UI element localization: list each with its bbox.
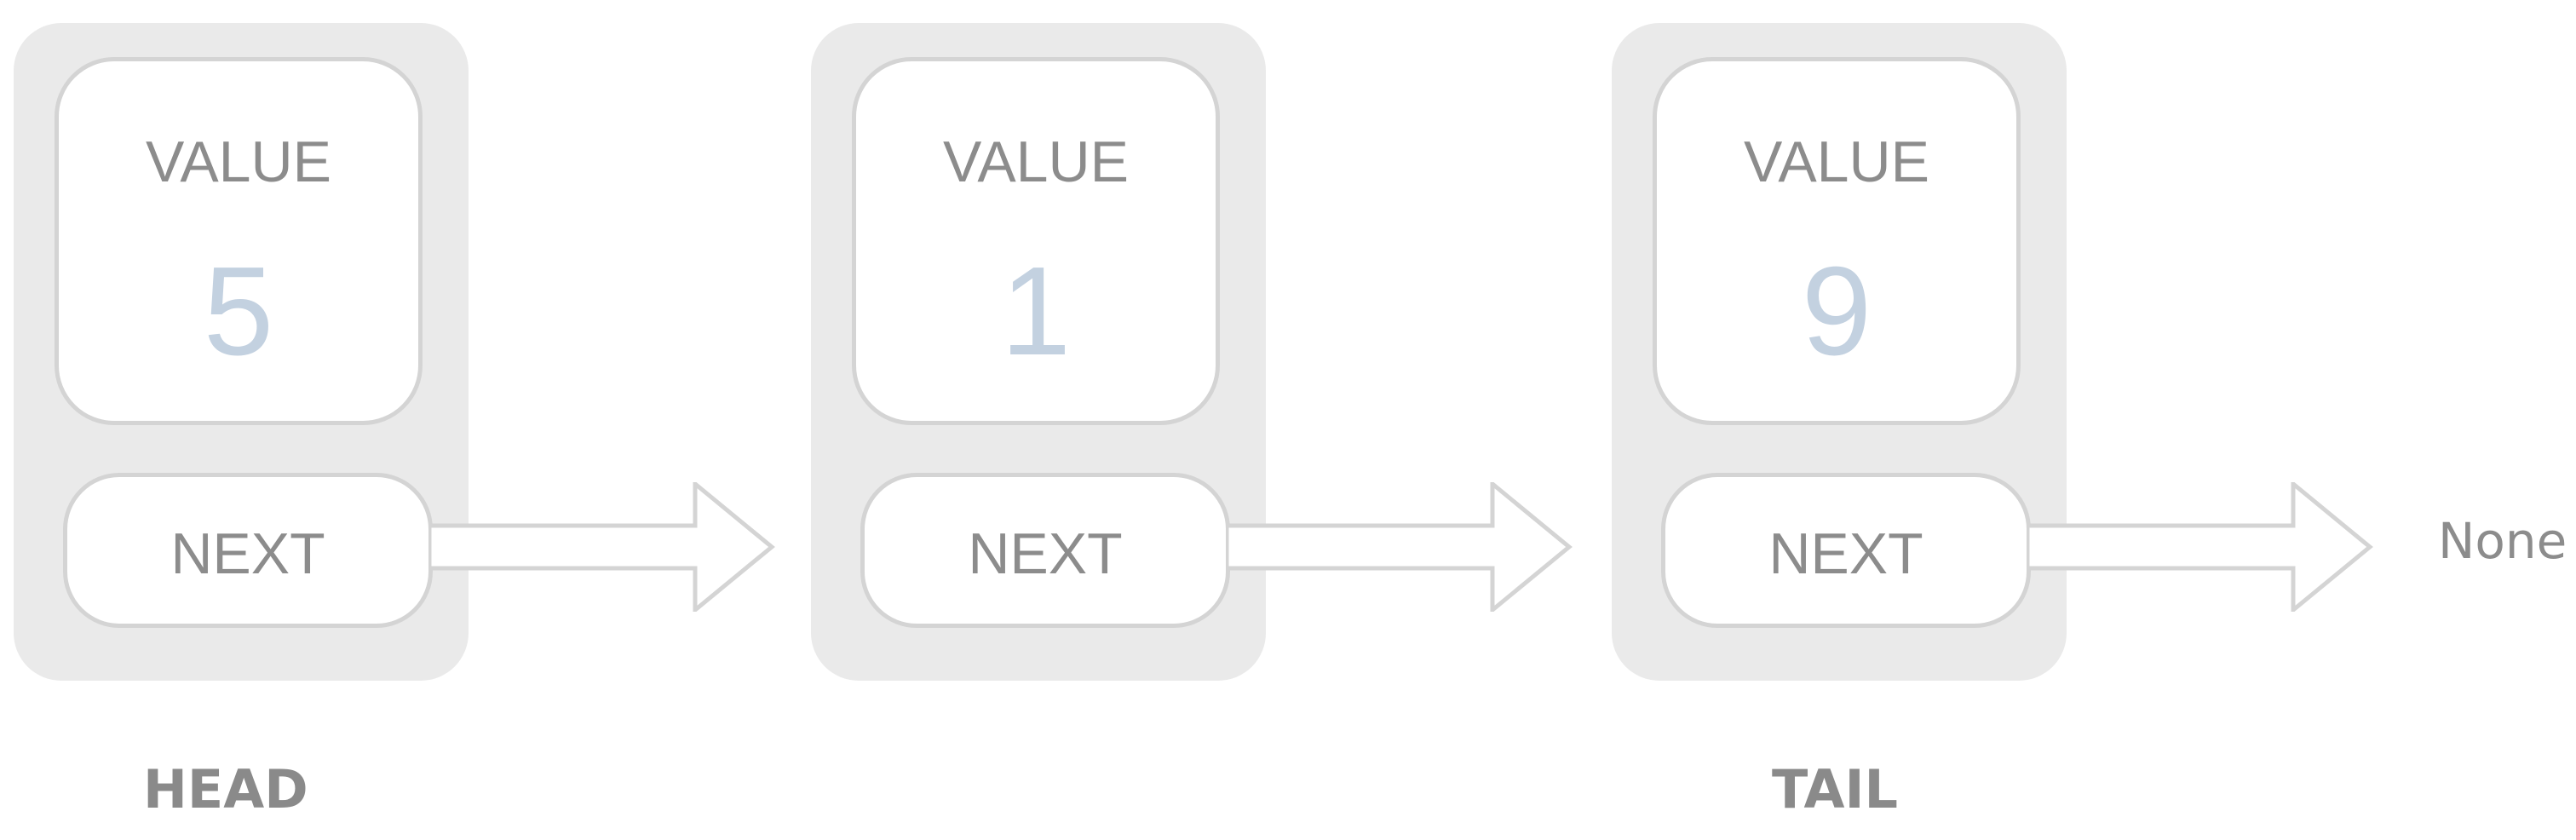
head-label: HEAD	[143, 758, 308, 820]
next-pointer-box: NEXT	[860, 473, 1230, 628]
list-node: VALUE 5 NEXT	[14, 23, 469, 681]
next-pointer-box: NEXT	[63, 473, 433, 628]
node-value: 1	[1000, 241, 1072, 382]
value-label: VALUE	[1744, 129, 1929, 194]
value-box: VALUE 5	[55, 57, 423, 425]
none-terminal-label: None	[2438, 512, 2567, 570]
node-value: 9	[1801, 241, 1872, 382]
node-value: 5	[203, 241, 274, 382]
next-arrow-icon	[429, 482, 775, 612]
value-box: VALUE 9	[1653, 57, 2021, 425]
next-arrow-icon	[1227, 482, 1573, 612]
value-box: VALUE 1	[852, 57, 1220, 425]
next-label: NEXT	[1768, 521, 1923, 586]
next-label: NEXT	[170, 521, 325, 586]
next-pointer-box: NEXT	[1661, 473, 2031, 628]
value-label: VALUE	[146, 129, 331, 194]
tail-label: TAIL	[1772, 758, 1899, 820]
next-label: NEXT	[968, 521, 1123, 586]
value-label: VALUE	[943, 129, 1129, 194]
next-arrow-icon	[2027, 482, 2373, 612]
list-node: VALUE 1 NEXT	[811, 23, 1266, 681]
list-node: VALUE 9 NEXT	[1612, 23, 2067, 681]
